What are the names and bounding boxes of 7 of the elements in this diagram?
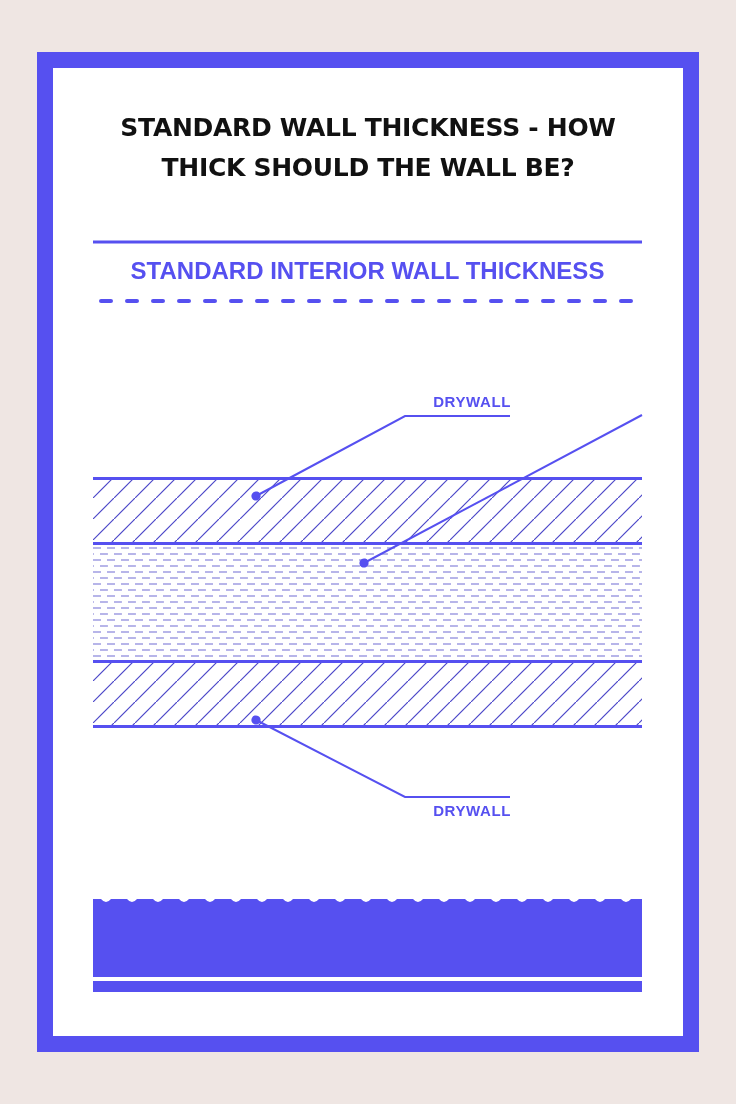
page-title: STANDARD WALL THICKNESS - HOW THICK SHOULD THE WALL BE? [119, 112, 617, 184]
leader-line [251, 715, 511, 798]
callout-label: DRYWALL [405, 393, 511, 416]
leader-line [359, 414, 643, 568]
drawing-heading: STANDARD INTERIOR WALL THICKNESS [129, 256, 606, 286]
callout-label: DRYWALL [405, 797, 511, 821]
leader-line [251, 415, 511, 501]
